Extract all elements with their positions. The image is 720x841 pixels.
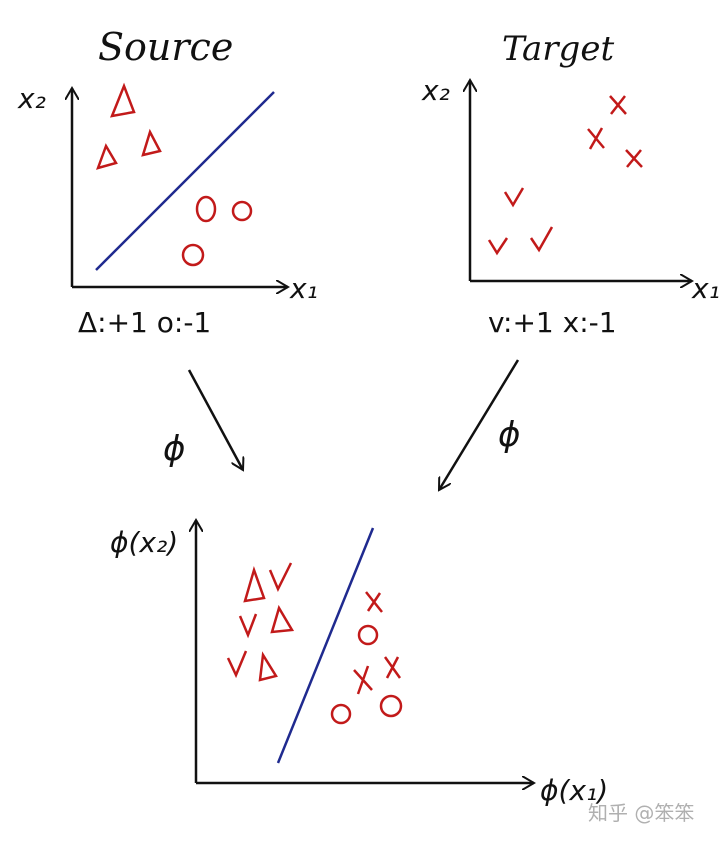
mapped-check-marker <box>226 650 248 679</box>
mapped-circle-marker <box>330 703 352 725</box>
target-check-marker <box>487 237 509 256</box>
mapped-cross-marker <box>365 591 383 613</box>
mapped-decision-boundary <box>276 527 375 764</box>
target-title: Target <box>502 29 614 69</box>
target-cross-marker <box>587 127 605 150</box>
mapped-cross-marker <box>353 665 373 695</box>
target-mapping-symbol: ϕ <box>498 415 520 455</box>
target-legend: v:+1 x:-1 <box>488 306 617 339</box>
source-title: Source <box>98 25 233 69</box>
target-x-axis-label: x₁ <box>691 272 720 305</box>
target-check-marker <box>529 226 554 253</box>
source-circle-marker <box>195 195 217 223</box>
source-legend: Δ:+1 o:-1 <box>78 306 211 339</box>
mapped-y-axis-label: ϕ(x₂) <box>110 526 178 559</box>
mapped-x-axis-label: ϕ(x₁) <box>540 774 608 807</box>
mapped-panel: ϕ(x₂) ϕ(x₁) <box>110 520 608 807</box>
source-mapping-symbol: ϕ <box>163 429 185 469</box>
source-circle-marker <box>181 243 205 267</box>
mapping-arrows: ϕ ϕ <box>163 359 520 490</box>
mapped-check-marker <box>268 562 293 592</box>
target-mapping-arrow <box>437 359 520 490</box>
mapped-circle-marker <box>357 624 379 646</box>
source-circle-marker <box>231 200 253 222</box>
mapped-cross-marker <box>383 656 402 679</box>
mapped-check-marker <box>238 613 258 639</box>
watermark: 知乎 @笨笨 <box>588 801 694 825</box>
source-x-axis-label: x₁ <box>289 272 318 305</box>
source-panel: Source x₂ x₁ Δ:+1 o:-1 <box>17 25 318 339</box>
source-y-axis-label: x₂ <box>17 82 46 115</box>
target-y-axis-label: x₂ <box>421 74 450 107</box>
source-triangle-marker <box>95 143 118 170</box>
mapped-triangle-marker <box>243 565 266 603</box>
source-decision-boundary <box>95 91 275 271</box>
mapped-triangle-marker <box>258 651 278 682</box>
source-triangle-marker <box>141 128 162 157</box>
target-cross-marker <box>625 149 643 168</box>
target-panel: Target x₂ x₁ v:+1 x:-1 <box>421 29 720 339</box>
target-cross-marker <box>609 95 627 115</box>
target-check-marker <box>503 187 525 208</box>
mapped-circle-marker <box>379 694 403 718</box>
source-mapping-arrow <box>187 369 243 470</box>
mapped-triangle-marker <box>270 604 295 634</box>
source-triangle-marker <box>110 82 136 118</box>
